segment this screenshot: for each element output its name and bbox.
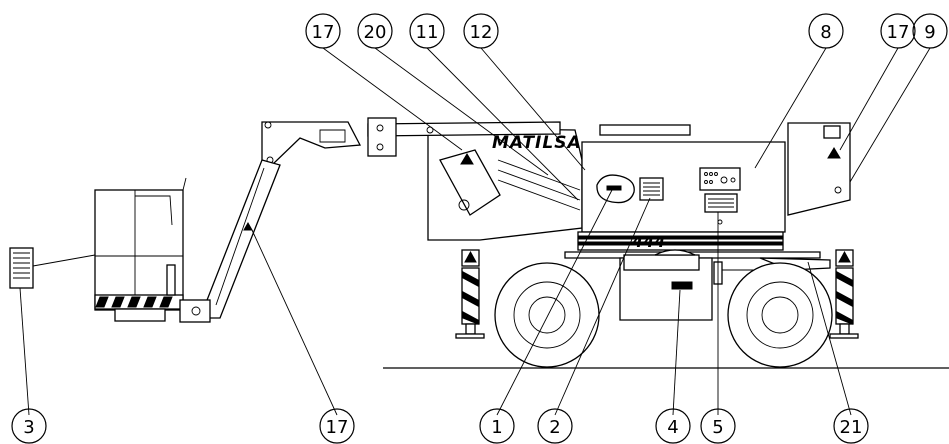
decal-2	[639, 177, 664, 201]
callout-12: 12	[463, 13, 499, 49]
decal-1	[596, 174, 635, 204]
svg-text:2: 2	[549, 417, 560, 438]
decal-4	[671, 281, 693, 290]
svg-text:4: 4	[667, 417, 678, 438]
callout-4: 4	[655, 408, 691, 444]
svg-text:9: 9	[924, 22, 935, 43]
wheel-rear	[727, 262, 833, 368]
svg-text:21: 21	[840, 417, 863, 438]
callout-17-bottom: 17	[319, 408, 355, 444]
callout-17-top-left: 17	[305, 13, 341, 49]
svg-text:3: 3	[23, 417, 34, 438]
svg-text:1: 1	[491, 417, 502, 438]
leader-lines	[19, 47, 931, 416]
callout-11: 11	[409, 13, 445, 49]
work-basket	[94, 177, 211, 323]
brand-logo: MATILSA	[492, 133, 582, 153]
svg-text:12: 12	[470, 22, 493, 43]
svg-text:17: 17	[312, 22, 335, 43]
callout-3: 3	[11, 408, 47, 444]
callout-2: 2	[537, 408, 573, 444]
outrigger-right	[829, 249, 859, 339]
callout-9: 9	[912, 13, 948, 49]
basket-control-box	[9, 247, 96, 289]
decal-8-control-panel	[699, 167, 741, 191]
warning-triangle-icon	[460, 153, 474, 165]
svg-text:5: 5	[712, 417, 723, 438]
callout-20: 20	[357, 13, 393, 49]
svg-text:17: 17	[326, 417, 349, 438]
callout-1: 1	[479, 408, 515, 444]
svg-text:8: 8	[820, 22, 831, 43]
decal-5	[704, 193, 738, 225]
callout-8: 8	[808, 13, 844, 49]
outrigger-left	[455, 249, 485, 339]
svg-text:17: 17	[887, 22, 910, 43]
svg-text:11: 11	[416, 22, 439, 43]
boom-arm	[199, 117, 581, 319]
wheel-front	[494, 262, 600, 368]
svg-text:20: 20	[364, 22, 387, 43]
warning-triangle-icon	[827, 147, 841, 159]
callout-5: 5	[700, 408, 736, 444]
model-badge: 444	[631, 232, 665, 251]
callout-21: 21	[833, 408, 869, 444]
callout-17-top-right: 17	[880, 13, 916, 49]
